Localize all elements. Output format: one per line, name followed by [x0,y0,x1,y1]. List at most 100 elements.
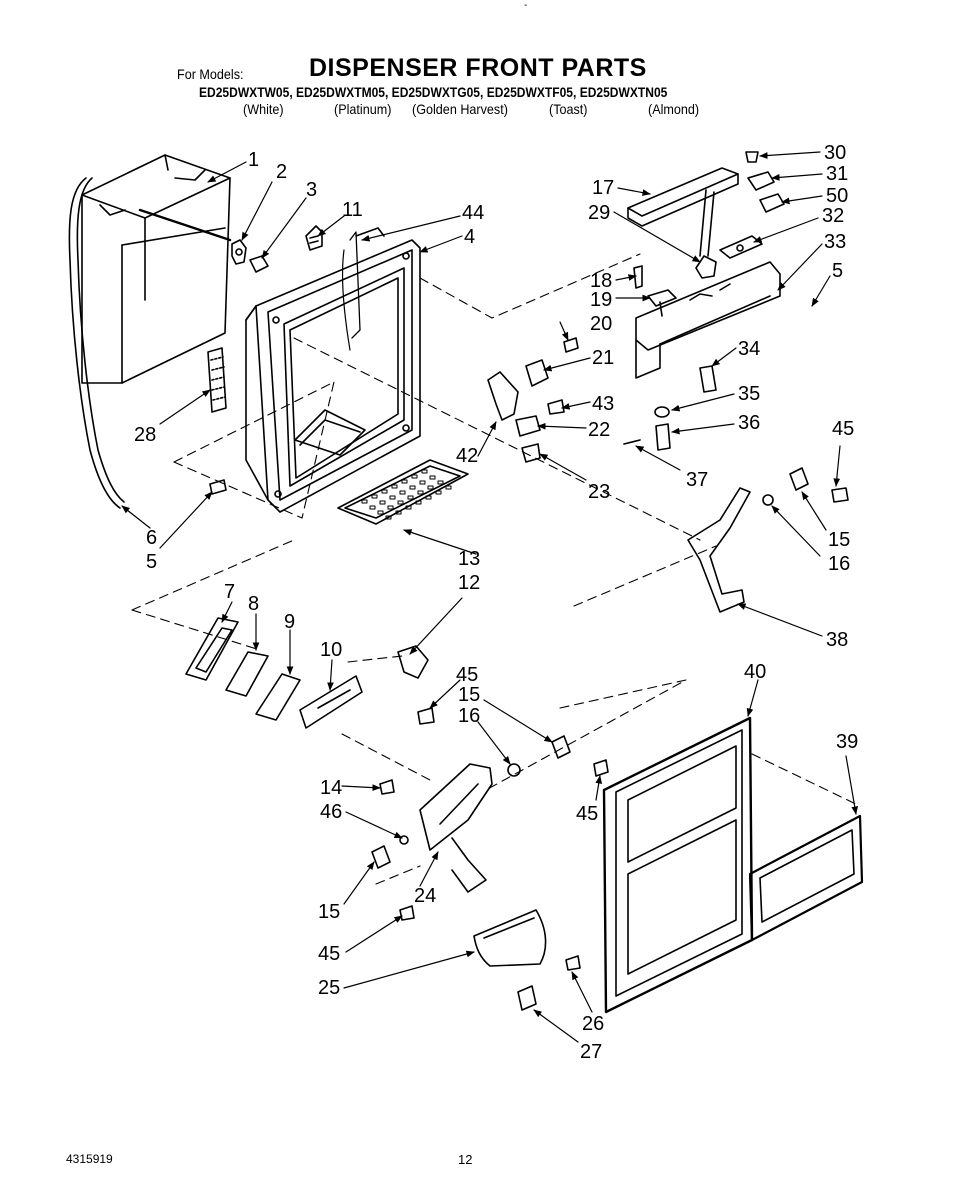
callout-50: 50 [826,185,848,207]
callout-10: 10 [320,639,342,661]
part-15-clip-mid [551,735,571,759]
callout-40: 40 [744,661,766,683]
part-50-switch [759,193,785,213]
callout-5-right: 5 [832,260,843,282]
part-9-panel [255,673,301,721]
callout-16-right: 16 [828,553,850,575]
callout-24: 24 [414,885,436,907]
part-37-pin [623,439,641,445]
callout-18: 18 [590,270,612,292]
part-20-screw [563,337,579,353]
callout-38: 38 [826,629,848,651]
part-16-spring-mid [507,763,521,777]
part-18-screw [633,265,643,289]
part-34-cap [699,365,717,393]
screw-45-middle [417,707,435,725]
part-32-bracket [719,235,763,259]
callout-45-right-lower: 45 [576,803,598,825]
part-4-dispenser-housing [245,227,421,513]
callout-5-left: 5 [146,551,157,573]
model-numbers: ED25DWXTW05, ED25DWXTM05, ED25DWXTG05, E… [199,84,668,100]
callout-19: 19 [590,289,612,311]
leader-lines [121,151,859,1043]
color-white: (White) [243,101,284,117]
callout-45-right: 45 [832,418,854,440]
callout-1: 1 [248,149,259,171]
part-14-and-46 [379,779,409,845]
color-almond: (Almond) [648,101,700,117]
part-22-actuator [515,415,541,437]
part-1-ice-bin [81,154,232,384]
part-26-screw [565,955,581,971]
callout-14: 14 [320,777,342,799]
color-platinum: (Platinum) [334,101,392,117]
part-30-screw [745,151,759,163]
callout-21: 21 [592,347,614,369]
part-13-drip-tray-grille [337,459,469,525]
part-27-button [517,985,537,1011]
part-43-screw [547,399,565,415]
callout-6: 6 [146,527,157,549]
callout-36: 36 [738,412,760,434]
callout-26: 26 [582,1013,604,1035]
page-number: 12 [458,1152,473,1167]
part-31-switch [747,171,775,191]
part-35-grommet [654,406,670,418]
callout-42: 42 [456,445,478,467]
callout-25: 25 [318,977,340,999]
callout-9: 9 [284,611,295,633]
callout-13: 13 [458,548,480,570]
callout-34: 34 [738,338,760,360]
callout-15-middle: 15 [458,684,480,706]
part-10-switch-bracket [299,675,363,729]
callout-44: 44 [462,202,484,224]
part-38-actuator-arm [687,487,751,613]
callout-17: 17 [592,177,614,199]
callout-15-left: 15 [318,901,340,923]
callout-7: 7 [224,581,235,603]
callout-8: 8 [248,593,259,615]
callout-22: 22 [588,419,610,441]
callout-11: 11 [342,199,363,221]
part-29-solenoid [695,189,717,279]
callout-28: 28 [134,424,156,446]
part-7-frame [185,617,239,681]
callout-30: 30 [824,142,846,164]
part-25-chute-door [473,909,547,967]
color-toast: (Toast) [549,101,588,117]
page-title: DISPENSER FRONT PARTS [309,54,647,82]
part-36-plunger [655,423,671,451]
callout-27: 27 [580,1041,602,1063]
callout-4: 4 [464,226,475,248]
callout-2: 2 [276,161,287,183]
part-28-heater [207,347,227,413]
callout-45-left: 45 [318,943,340,965]
part-19-valve [647,289,677,317]
callout-43: 43 [592,393,614,415]
color-golden-harvest: (Golden Harvest) [412,101,508,117]
callout-3: 3 [306,179,317,201]
part-2-clip [231,239,247,265]
callout-29: 29 [588,202,610,224]
part-21-cam [525,359,549,387]
parts-15-16-45-right [762,467,849,506]
screw-45-right [593,759,609,777]
assembly-lines [131,253,861,885]
callout-20: 20 [590,313,612,335]
document-code: 4315919 [66,1152,113,1166]
callout-35: 35 [738,383,760,405]
callout-15-right: 15 [828,529,850,551]
part-11-bracket [305,225,323,251]
part-6-water-tube [68,177,125,509]
part-17-bracket [627,167,739,227]
callout-31: 31 [826,163,848,185]
callout-37: 37 [686,469,708,491]
callout-labels: 1 2 3 11 44 4 28 6 5 13 12 7 8 9 10 45 1… [134,142,858,1063]
part-39-trim-panel [748,814,864,942]
part-15-clip-left [371,845,391,869]
callout-16-middle: 16 [458,705,480,727]
part-24-ice-lever [419,763,493,893]
callout-45-middle: 45 [456,664,478,686]
for-models-label: For Models: [177,66,244,82]
